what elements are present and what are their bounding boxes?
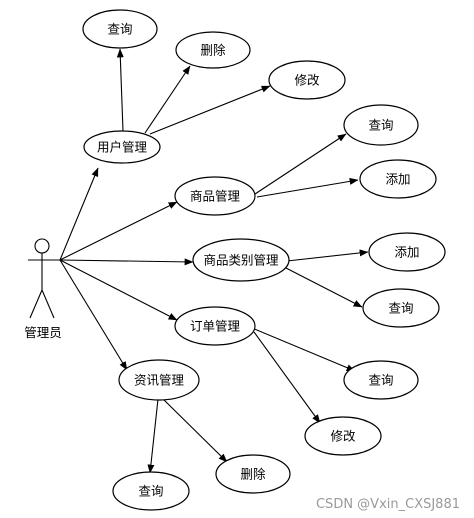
actor-head [34,238,50,254]
edge-user-query [116,48,124,132]
use-case-label: 修改 [294,73,320,88]
use-case-label: 修改 [330,429,356,444]
use-case-label: 资讯管理 [134,373,185,388]
edge-actor-user-mgmt [59,167,99,261]
actor-left-leg [29,289,43,319]
edge-order-query [251,327,356,372]
actor-admin [28,238,60,319]
edge-goods-add [256,177,359,198]
use-case-goods-query: 查询 [343,104,419,146]
use-case-user-query: 查询 [82,9,158,49]
edge-category-query [285,267,363,308]
use-case-label: 查询 [107,22,132,37]
use-case-news-delete: 删除 [215,454,291,494]
use-case-label: 添加 [394,245,419,260]
use-case-label: 查询 [388,301,413,316]
edge-actor-news-mgmt [59,259,128,371]
use-case-category-query: 查询 [362,288,440,328]
edge-news-query [147,398,159,474]
use-case-label: 查询 [368,118,393,133]
actor-label: 管理员 [24,325,62,340]
use-case-goods-mgmt: 商品管理 [174,176,256,216]
edge-user-modify [149,85,271,135]
use-case-label: 商品类别管理 [203,253,279,268]
use-case-user-delete: 删除 [175,31,251,69]
diagram-edges [59,48,369,474]
use-case-goods-add: 添加 [359,159,437,199]
use-case-news-mgmt: 资讯管理 [118,359,200,401]
use-case-label: 商品管理 [190,189,241,204]
use-case-category-add: 添加 [368,232,446,272]
edge-goods-query [254,133,347,195]
actor-right-leg [41,289,55,319]
use-case-user-modify: 修改 [268,60,346,100]
edge-order-modify [253,331,321,424]
edge-actor-goods-mgmt [59,201,178,261]
csdn-watermark: CSDN @Vxin_CXSJ881 [315,497,460,512]
use-case-label: 删除 [240,467,266,482]
use-case-label: 查询 [138,484,163,499]
use-case-order-modify: 修改 [304,416,382,456]
use-case-label: 删除 [200,43,226,58]
edge-user-delete [144,65,191,134]
use-case-user-mgmt: 用户管理 [83,130,161,164]
edge-actor-order-mgmt [59,259,178,321]
edge-category-add [286,249,369,262]
use-case-label: 查询 [368,373,393,388]
use-case-label: 添加 [385,172,410,187]
edge-actor-category-mgmt [59,258,194,266]
use-case-order-query: 查询 [343,360,419,400]
use-case-category-mgmt: 商品类别管理 [192,238,290,282]
use-case-label: 订单管理 [190,319,241,334]
use-case-order-mgmt: 订单管理 [174,306,256,346]
use-case-label: 用户管理 [97,140,148,155]
edge-news-delete [161,397,228,463]
use-case-news-query: 查询 [112,471,190,511]
